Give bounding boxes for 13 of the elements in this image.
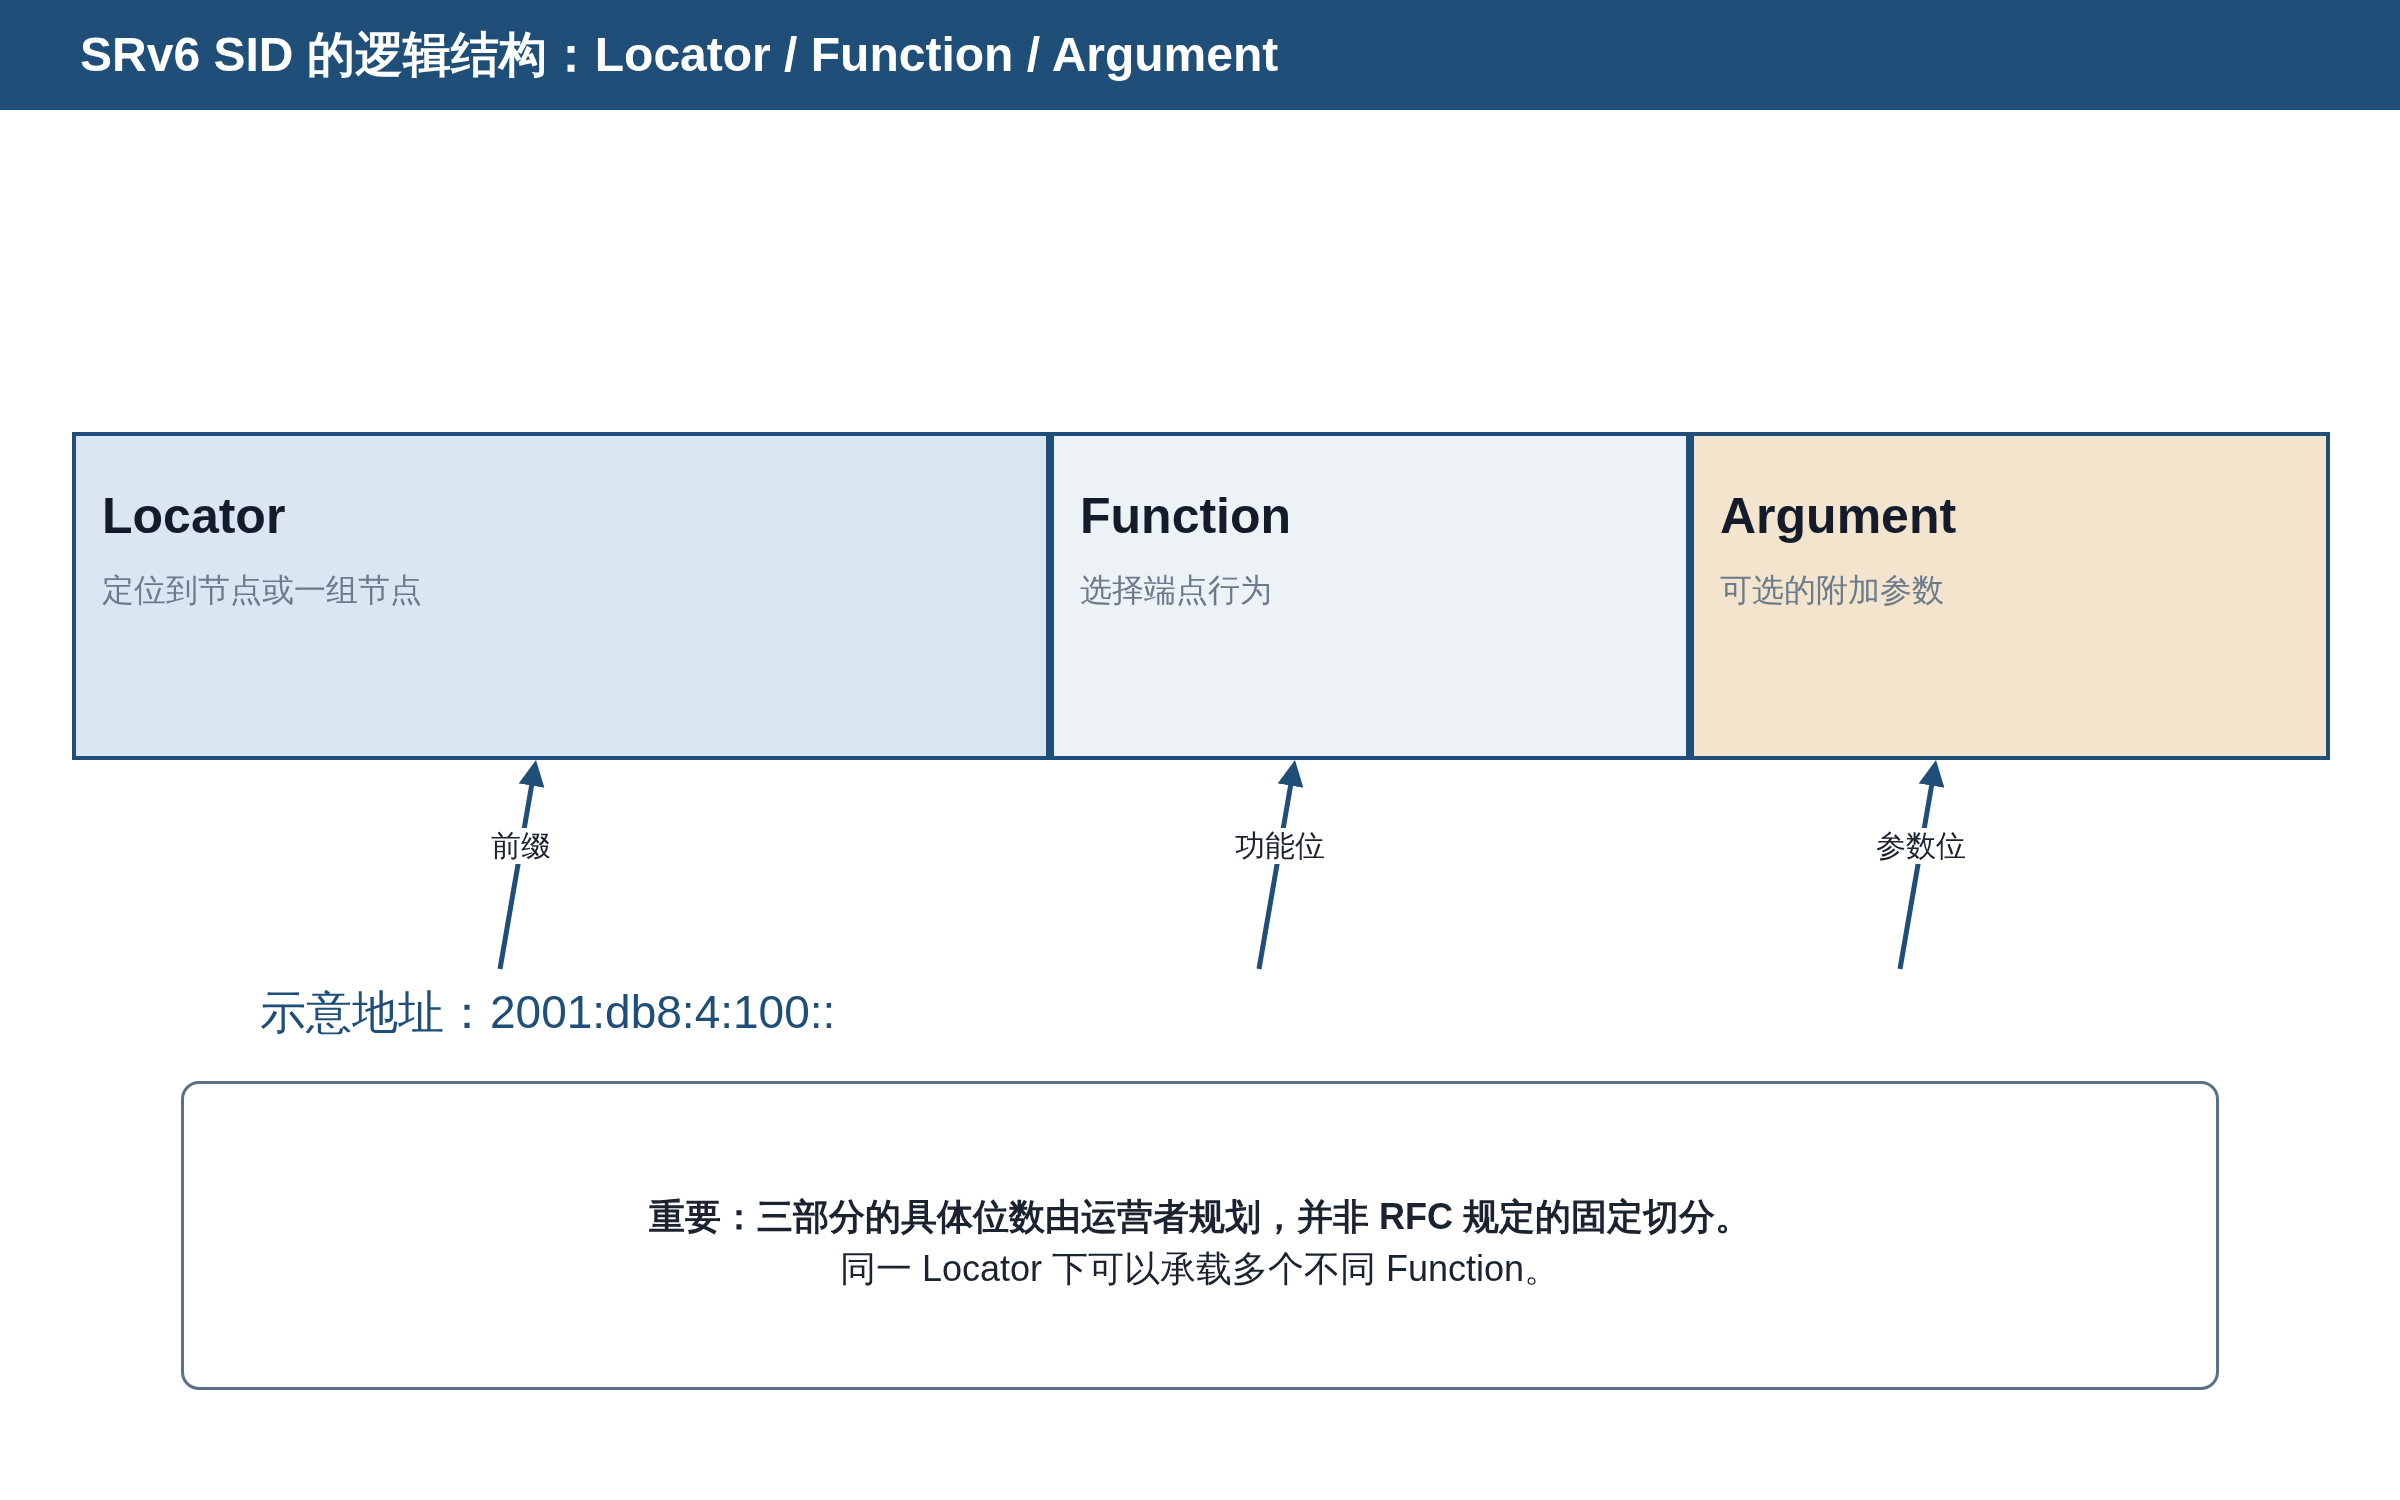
field-title: Locator [102, 487, 286, 546]
note-text: 同一 Locator 下可以承载多个不同 Function。 [839, 1246, 1561, 1291]
field-description: 可选的附加参数 [1720, 571, 1944, 610]
field-title: Function [1080, 487, 1292, 546]
field-box [72, 432, 1050, 760]
address-text: 示意地址：2001:db8:4:100:: [260, 985, 836, 1039]
field-title: Argument [1720, 487, 1957, 546]
field-box [1690, 432, 2330, 760]
page-title: SRv6 SID 的逻辑结构：Locator / Function / Argument [80, 27, 1279, 83]
field-description: 定位到节点或一组节点 [102, 571, 422, 610]
note-box [181, 1081, 2219, 1390]
note-text: 重要：三部分的具体位数由运营者规划，并非 RFC 规定的固定切分。 [649, 1194, 1751, 1239]
field-description: 选择端点行为 [1080, 571, 1272, 610]
